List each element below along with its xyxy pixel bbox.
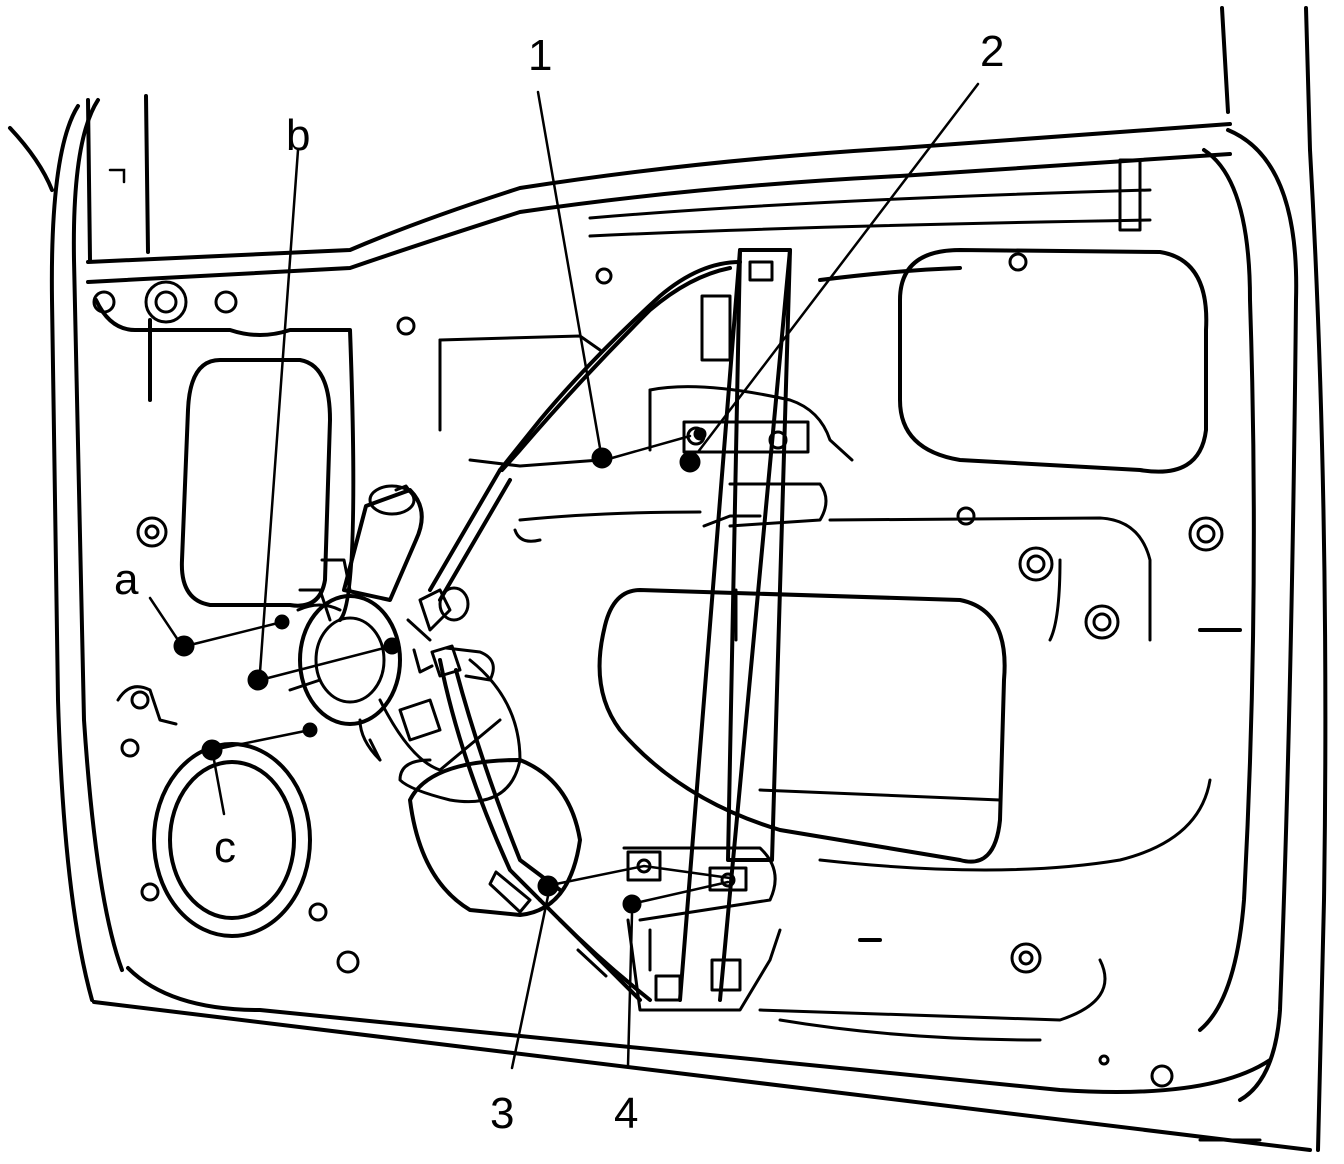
bolt-b [247, 669, 269, 691]
bolt-3 [537, 875, 559, 897]
leader-lines [148, 82, 980, 1070]
fastener-bolts [173, 427, 707, 914]
callout-1: 1 [528, 31, 552, 80]
mounting-holes [92, 252, 1224, 1088]
bolt-a [173, 635, 195, 657]
regulator-rail [622, 248, 854, 1012]
bolt-2 [679, 451, 701, 473]
regulator-cables [398, 260, 742, 1002]
bolt-4 [622, 894, 642, 914]
callout-2: 2 [980, 27, 1004, 76]
callout-4: 4 [614, 1089, 638, 1138]
callout-3: 3 [490, 1089, 514, 1138]
callout-labels: 1 2 3 4 a b c [114, 27, 1004, 1138]
inner-panel [94, 248, 1262, 1142]
door-frame [8, 6, 1328, 1152]
regulator-motor [288, 484, 502, 772]
callout-c: c [214, 823, 236, 872]
bolt-c [201, 739, 223, 761]
callout-a: a [114, 555, 139, 604]
bolt-1 [591, 447, 613, 469]
callout-b: b [286, 111, 310, 160]
panel-openings [152, 294, 1007, 938]
